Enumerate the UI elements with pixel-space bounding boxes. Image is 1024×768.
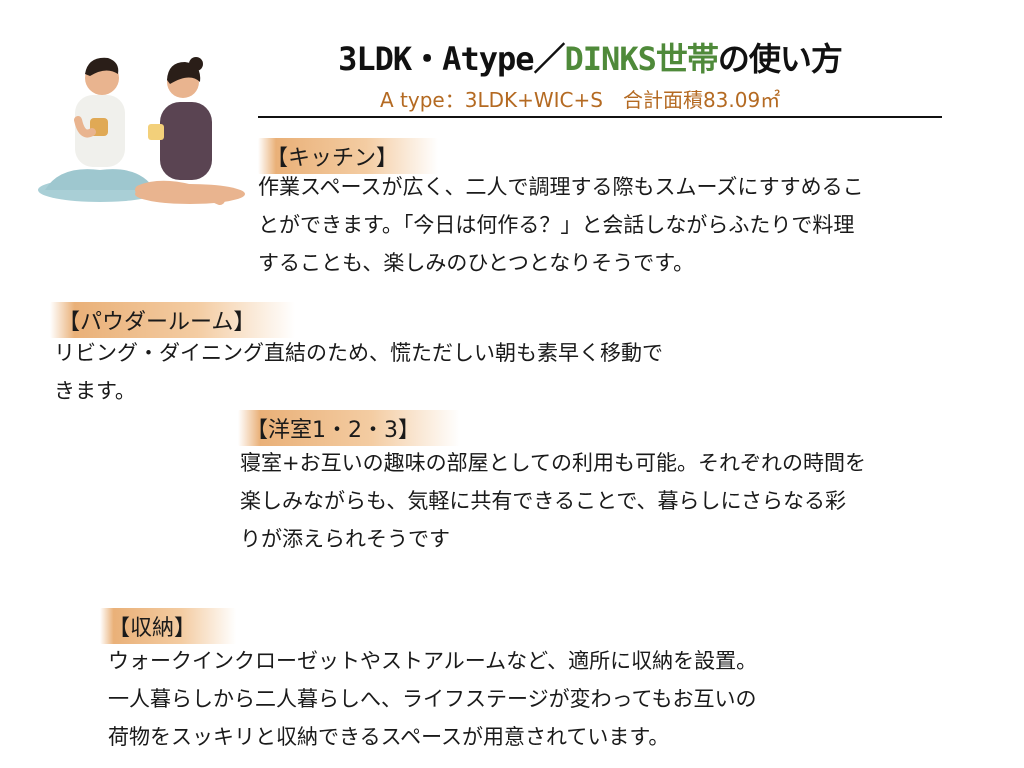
storage-line: 一人暮らしから二人暮らしへ、ライフステージが変わってもお互いの xyxy=(108,687,757,711)
kitchen-line: 作業スペースが広く、二人で調理する際もスムーズにすすめるこ xyxy=(258,175,864,199)
kitchen-paragraph: 作業スペースが広く、二人で調理する際もスムーズにすすめるこ とができます。「今日… xyxy=(258,168,864,282)
title-part-1: 3LDK・Atype／ xyxy=(338,40,565,78)
powder-room-line: リビング・ダイニング直結のため、慌ただしい朝も素早く移動で xyxy=(54,341,663,365)
storage-line: ウォークインクローゼットやストアルームなど、適所に収納を設置。 xyxy=(108,649,758,673)
title-part-2: の使い方 xyxy=(717,40,843,78)
powder-room-heading: 【パウダールーム】 xyxy=(50,302,296,338)
storage-heading: 【収納】 xyxy=(100,608,237,644)
kitchen-heading: 【キッチン】 xyxy=(258,138,439,174)
kitchen-line: することも、楽しみのひとつとなりそうです。 xyxy=(258,251,695,275)
kitchen-line: とができます。「今日は何作る？」と会話しながらふたりで料理 xyxy=(258,213,855,237)
western-rooms-heading: 【洋室1・2・3】 xyxy=(238,410,460,446)
powder-room-line: きます。 xyxy=(54,379,136,403)
page-title: 3LDK・Atype／DINKS世帯の使い方 xyxy=(300,34,880,80)
western-rooms-paragraph: 寝室+お互いの趣味の部屋としての利用も可能。それぞれの時間を 楽しみながらも、気… xyxy=(240,444,866,558)
western-rooms-line: 寝室+お互いの趣味の部屋としての利用も可能。それぞれの時間を xyxy=(240,451,866,475)
couple-sitting-illustration xyxy=(38,57,245,205)
title-accent: DINKS世帯 xyxy=(564,40,719,78)
western-rooms-line: りが添えられそうです xyxy=(240,527,450,551)
page-subtitle: A type：3LDK+WIC+S 合計面積83.09㎡ xyxy=(380,88,781,112)
storage-paragraph: ウォークインクローゼットやストアルームなど、適所に収納を設置。 一人暮らしから二… xyxy=(108,642,757,756)
title-divider xyxy=(258,116,942,118)
powder-room-paragraph: リビング・ダイニング直結のため、慌ただしい朝も素早く移動で きます。 xyxy=(54,334,663,410)
storage-line: 荷物をスッキリと収納できるスペースが用意されています。 xyxy=(108,725,670,749)
western-rooms-line: 楽しみながらも、気軽に共有できることで、暮らしにさらなる彩 xyxy=(240,489,847,513)
